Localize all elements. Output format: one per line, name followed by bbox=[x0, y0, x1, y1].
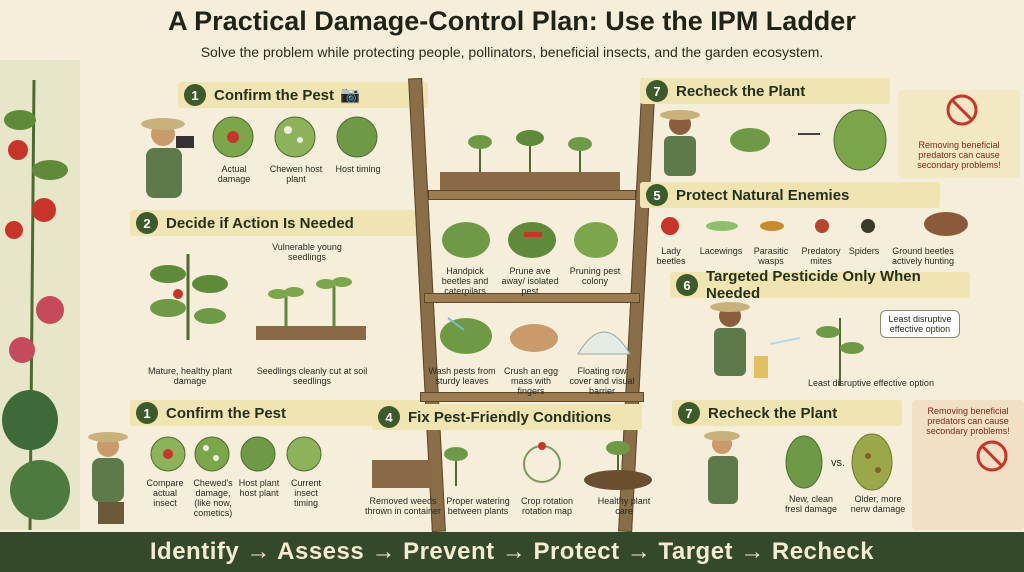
step1-header: 1 Confirm the Pest 📷 bbox=[178, 82, 428, 108]
insect-timing-thumb bbox=[286, 436, 322, 472]
caption-insect-timing: Current insect timing bbox=[290, 478, 321, 508]
step7b-header: 7 Recheck the Plant bbox=[672, 400, 902, 426]
step-number-badge: 7 bbox=[646, 80, 668, 102]
caption-mature-plant: Mature, healthy plant damage bbox=[147, 366, 233, 386]
caption-vulnerable-seedlings: Vulnerable young seedlings bbox=[272, 242, 342, 262]
targeted-spray-illustration bbox=[710, 302, 864, 386]
garden-bed-illustration bbox=[440, 130, 620, 190]
chewed-damage-thumb bbox=[194, 436, 230, 472]
step-number-badge: 1 bbox=[184, 84, 206, 106]
step-number-badge: 2 bbox=[136, 212, 158, 234]
vs-label: vs. bbox=[830, 457, 846, 469]
leaf-comparison-illustration bbox=[704, 431, 893, 504]
caption-compare-insect: Compare actual insect bbox=[146, 478, 184, 508]
camera-magnifier-icon: 📷 bbox=[340, 87, 360, 104]
caption-predatory-mites: Predatory mites bbox=[801, 246, 841, 266]
caption-wash-pests: Wash pests from sturdy leaves bbox=[428, 366, 496, 386]
natural-enemies-illustration bbox=[661, 212, 968, 236]
step4-title: Fix Pest-Friendly Conditions bbox=[408, 408, 612, 426]
caption-crush-egg: Crush an egg mass with fingers bbox=[503, 366, 559, 396]
step-number-badge: 5 bbox=[646, 184, 668, 206]
step6-title: Targeted Pesticide Only When Needed bbox=[706, 268, 921, 302]
step6-header: 6 Targeted Pesticide Only When Needed bbox=[670, 268, 970, 302]
caption-new-clean: New, clean fresl damage bbox=[784, 494, 838, 514]
caption-host-plant: Host plant host plant bbox=[238, 478, 280, 498]
caption-parasitic-wasps: Parasitic wasps bbox=[753, 246, 789, 266]
step-number-badge: 7 bbox=[678, 402, 700, 424]
actual-damage-thumb bbox=[212, 116, 254, 158]
page-title: A Practical Damage-Control Plan: Use the… bbox=[168, 6, 856, 36]
no-pesticide-icon bbox=[946, 94, 978, 126]
step7a-header: 7 Recheck the Plant bbox=[640, 78, 890, 104]
caption-lacewings: Lacewings bbox=[699, 246, 743, 256]
caption-spiders: Spiders bbox=[848, 246, 880, 256]
caption-least-disruptive: Least disruptive effective option bbox=[808, 378, 934, 388]
caption-removed-weeds: Removed weeds thrown in container bbox=[364, 496, 442, 516]
no-bug-icon bbox=[976, 440, 1008, 472]
caption-older-more: Older, more nerw damage bbox=[850, 494, 906, 514]
step5-header: 5 Protect Natural Enemies bbox=[640, 182, 940, 208]
step2-title: Decide if Action Is Needed bbox=[166, 214, 354, 232]
caption-healthy-plant-care: Healthy plant care bbox=[597, 496, 651, 516]
host-timing-thumb bbox=[336, 116, 378, 158]
step7b-title: Recheck the Plant bbox=[708, 404, 838, 422]
chewed-leaf-thumb bbox=[274, 116, 316, 158]
caption-chewen-host-plant: Chewen host plant bbox=[269, 164, 323, 184]
step-number-badge: 1 bbox=[136, 402, 158, 424]
ladder-rung bbox=[420, 392, 644, 402]
seedlings-illustration bbox=[256, 277, 366, 340]
caption-handpick-beetles: Handpick beetles and caterpilars bbox=[441, 266, 489, 296]
host-plant-thumb bbox=[240, 436, 276, 472]
caption-actual-damage: Actual damage bbox=[217, 164, 251, 184]
warning-panel-bottom bbox=[912, 400, 1024, 530]
footer-steps: Identify → Assess → Prevent → Protect → … bbox=[0, 532, 1024, 572]
caption-ground-beetles: Ground beetles actively hunting bbox=[891, 246, 955, 266]
handpick-prune-illustration bbox=[442, 222, 618, 258]
step7a-title: Recheck the Plant bbox=[676, 82, 806, 100]
page-subtitle: Solve the problem while protecting peopl… bbox=[200, 44, 824, 60]
ladder-rung bbox=[424, 293, 640, 303]
least-disruptive-bubble: Least disruptive effective option bbox=[880, 310, 960, 338]
step-number-badge: 6 bbox=[676, 274, 698, 296]
caption-proper-watering: Proper watering between plants bbox=[446, 496, 510, 516]
warning-note-top: Removing beneficial predators can cause … bbox=[917, 140, 1001, 170]
caption-prune-away: Prune ave away/ isolated pest bbox=[501, 266, 559, 296]
caption-row-cover: Floating row cover and visual barrier bbox=[569, 366, 635, 396]
recheck-plant-illustration bbox=[660, 109, 887, 176]
caption-seedlings-cut: Seedlings cleanly cut at soil seedlings bbox=[256, 366, 368, 386]
ladder-rung bbox=[428, 190, 636, 200]
step2-header: 2 Decide if Action Is Needed bbox=[130, 210, 420, 236]
step1b-title: Confirm the Pest bbox=[166, 404, 287, 422]
tomato-plant-illustration bbox=[0, 60, 80, 530]
caption-crop-rotation: Crop rotation rotation map bbox=[520, 496, 574, 516]
caption-pruning-colony: Pruning pest colony bbox=[569, 266, 621, 286]
gardener-photographing-illustration bbox=[141, 118, 194, 198]
step1b-header: 1 Confirm the Pest bbox=[130, 400, 420, 426]
mature-tomato-illustration bbox=[150, 254, 228, 340]
wash-crush-cover-illustration bbox=[440, 317, 631, 355]
step4-header: 4 Fix Pest-Friendly Conditions bbox=[372, 404, 642, 430]
caption-lady-beetles: Lady beetles bbox=[656, 246, 686, 266]
step5-title: Protect Natural Enemies bbox=[676, 186, 850, 204]
warning-panel bbox=[898, 90, 1020, 178]
caption-host-timing: Host timing bbox=[335, 164, 381, 174]
step1-title: Confirm the Pest bbox=[214, 86, 335, 104]
kneeling-gardener-illustration bbox=[88, 432, 128, 524]
caption-chewed-damage: Chewed's damage, (like now, cometics) bbox=[193, 478, 233, 518]
pest-friendly-conditions-illustration bbox=[372, 441, 652, 490]
step-number-badge: 4 bbox=[378, 406, 400, 428]
compare-insect-thumb bbox=[150, 436, 186, 472]
warning-note-bottom: Removing beneficial predators can cause … bbox=[926, 406, 1010, 436]
